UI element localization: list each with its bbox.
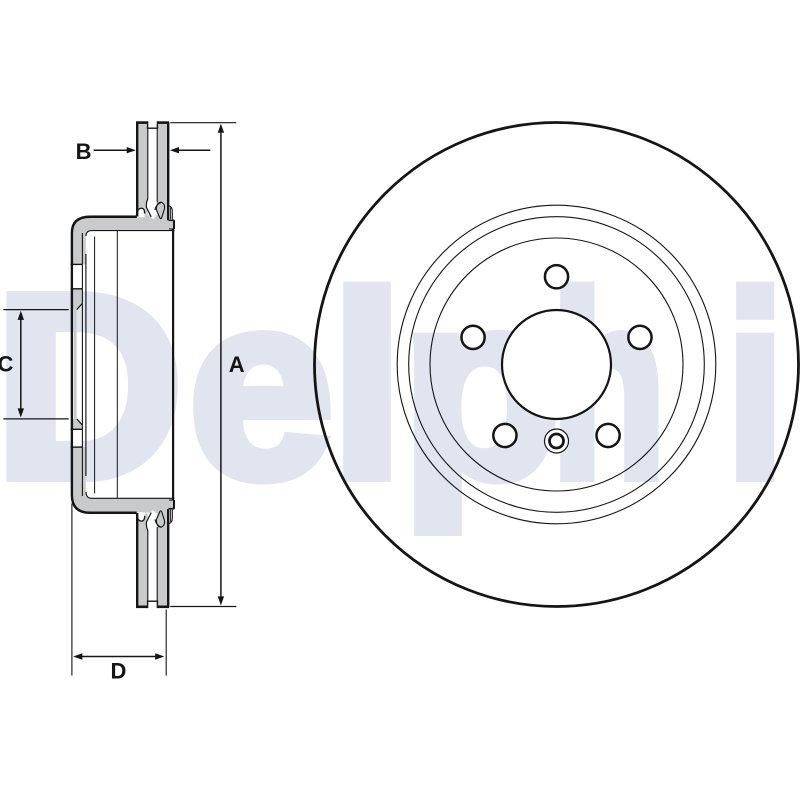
svg-text:C: C	[0, 352, 14, 377]
svg-text:B: B	[76, 139, 92, 164]
svg-text:A: A	[229, 352, 245, 377]
svg-text:i: i	[726, 241, 784, 531]
svg-text:D: D	[0, 242, 183, 532]
svg-text:D: D	[111, 658, 127, 683]
svg-text:l: l	[331, 242, 403, 532]
svg-text:e: e	[189, 242, 334, 532]
